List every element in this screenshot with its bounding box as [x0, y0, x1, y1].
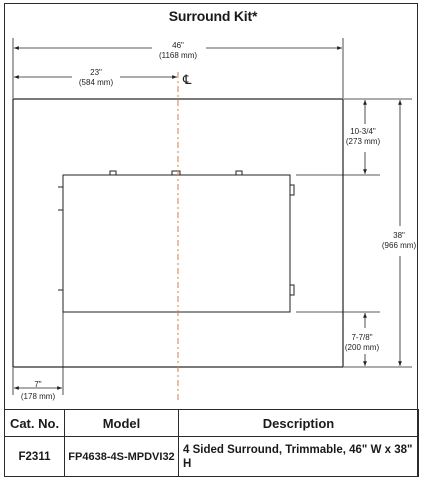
- bottom-offset-imperial: 7-7/8": [351, 333, 372, 342]
- spec-table: Cat. No. Model Description F2311 FP4638-…: [4, 409, 419, 477]
- spec-table-header: Cat. No. Model Description: [4, 409, 419, 437]
- overall-height-imperial: 38": [393, 231, 405, 240]
- header-model: Model: [64, 409, 179, 437]
- diagram-title: Surround Kit*: [168, 8, 258, 24]
- cell-model: FP4638-4S-MPDVI32: [64, 436, 179, 477]
- overall-height-metric: (966 mm): [382, 241, 417, 250]
- overall-width-dim: [12, 38, 344, 98]
- diagram-frame: [4, 3, 418, 477]
- overall-width-metric: (1168 mm): [159, 51, 197, 60]
- header-cat-no: Cat. No.: [4, 409, 65, 437]
- left-offset-imperial: 7": [34, 380, 41, 389]
- left-offset-dim: [12, 312, 64, 395]
- center-width-imperial: 23": [90, 68, 102, 77]
- cell-description: 4 Sided Surround, Trimmable, 46" W x 38"…: [178, 436, 419, 477]
- top-offset-dim: [296, 98, 412, 176]
- table-row: F2311 FP4638-4S-MPDVI32 4 Sided Surround…: [4, 436, 419, 477]
- overall-height-dim: [344, 100, 412, 368]
- cell-cat-no: F2311: [4, 436, 65, 477]
- overall-width-imperial: 46": [172, 41, 184, 50]
- bottom-offset-dim: [296, 311, 380, 366]
- left-offset-metric: (178 mm): [21, 392, 56, 401]
- top-offset-imperial: 10-3/4": [350, 127, 376, 136]
- centerline-symbol: ℄: [182, 73, 192, 88]
- header-description: Description: [178, 409, 419, 437]
- display-cutout: [58, 170, 295, 313]
- center-width-metric: (584 mm): [79, 78, 114, 87]
- top-offset-metric: (273 mm): [346, 137, 381, 146]
- bottom-offset-metric: (200 mm): [345, 343, 380, 352]
